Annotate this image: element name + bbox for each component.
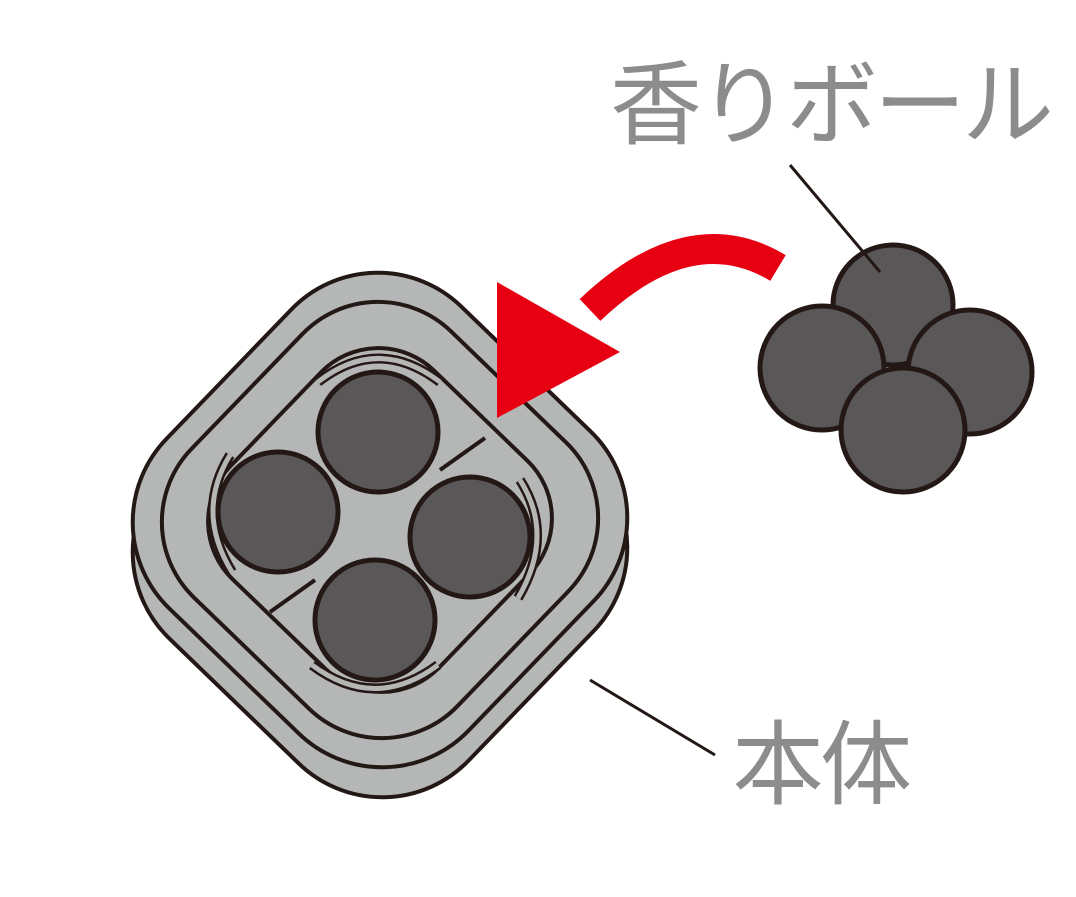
arrow-shaft — [579, 234, 786, 321]
scent-ball — [838, 365, 968, 495]
leader-line-balls — [788, 164, 882, 273]
body-outer-rim — [130, 270, 630, 770]
slot — [438, 436, 487, 472]
label-body: 本体 — [732, 712, 912, 819]
leader-line-body — [589, 678, 716, 757]
scent-ball — [312, 557, 438, 683]
insert-arrow — [497, 234, 786, 418]
ball-cluster — [757, 242, 1035, 495]
label-scent-balls: 香りボール — [610, 52, 1054, 159]
balls-in-body — [215, 369, 533, 683]
scent-ball — [215, 449, 341, 575]
scent-ball — [315, 369, 441, 495]
diffuser-body — [130, 270, 630, 800]
arrow-head — [497, 282, 620, 418]
slot — [268, 578, 317, 614]
body-tray — [206, 346, 554, 694]
scent-ball — [407, 474, 533, 600]
